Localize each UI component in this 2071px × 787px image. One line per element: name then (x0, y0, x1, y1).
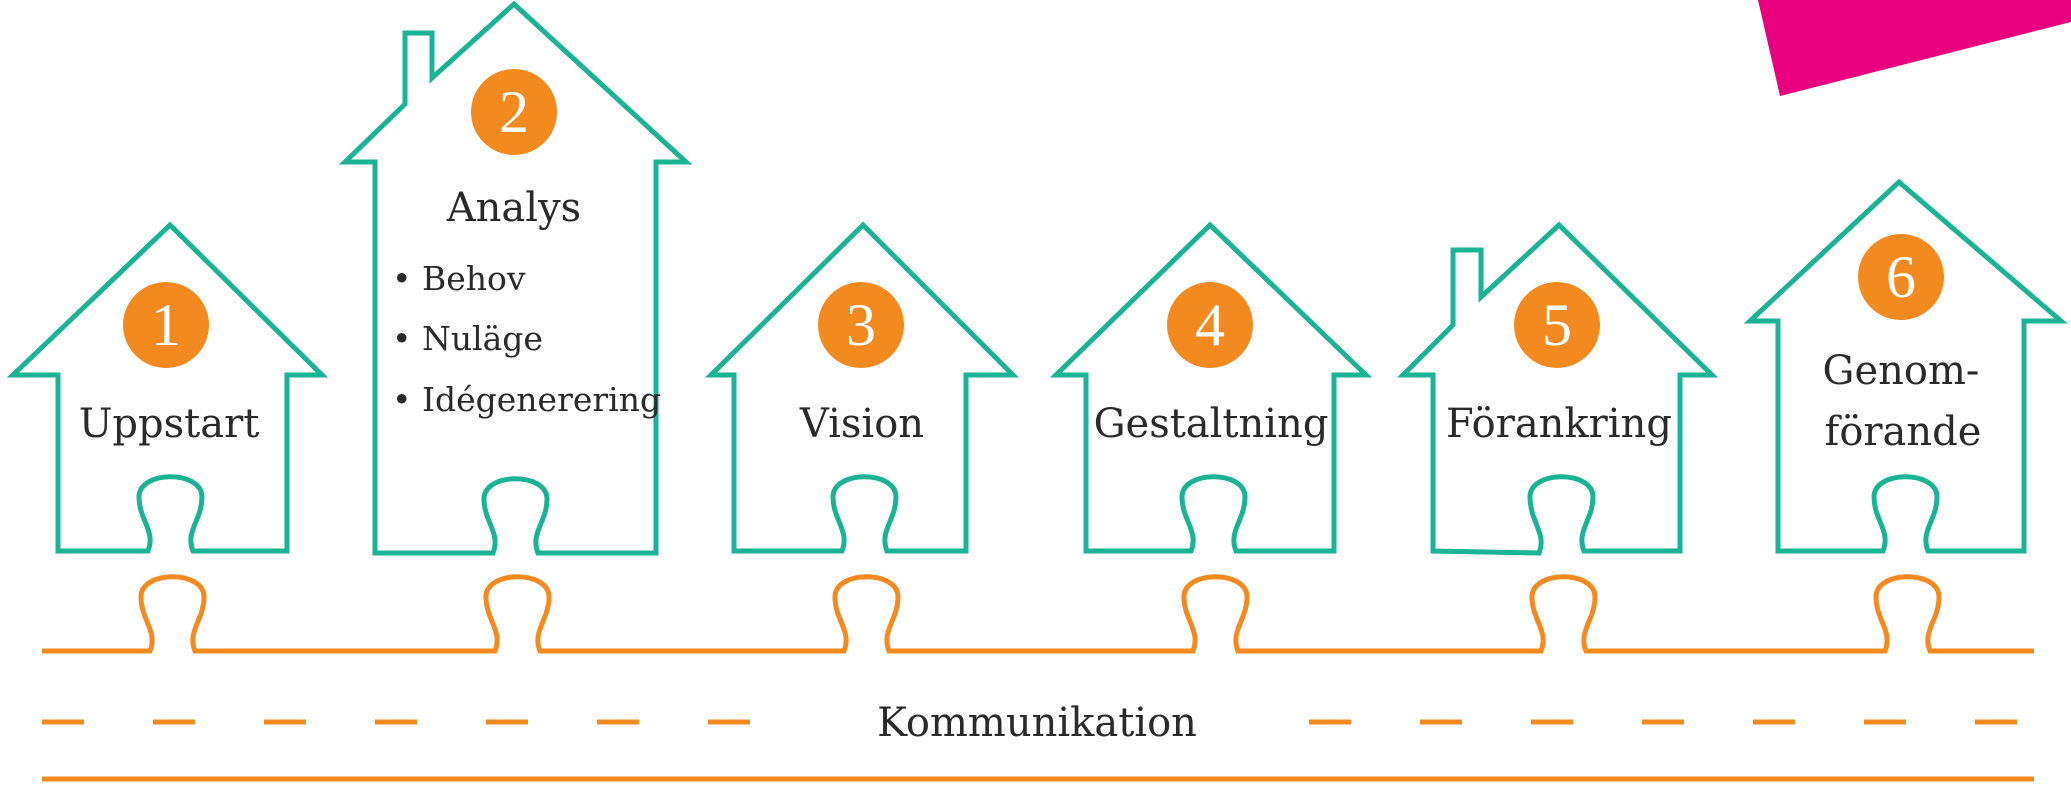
house-5-outline (1396, 221, 1719, 556)
house-3-outline (704, 221, 1020, 554)
road-top-line (42, 574, 2034, 654)
step-1-circle (123, 282, 209, 368)
house-4-outline (1049, 221, 1373, 554)
step-2-number: 2 (499, 79, 529, 145)
step-6-title-line-2: förande (1825, 409, 1982, 455)
analys-bullet-2: • Nuläge (392, 319, 543, 358)
step-4-circle (1167, 282, 1253, 368)
step-6-number: 6 (1886, 244, 1916, 310)
analys-bullet-3: • Idégenerering (392, 380, 661, 419)
step-6-title-line-1: Genom- (1823, 348, 1980, 394)
step-3-title: Vision (799, 401, 924, 447)
step-3-number: 3 (846, 292, 876, 358)
house-2-outline (338, 0, 693, 556)
step-2-circle (471, 69, 557, 155)
step-5-number: 5 (1542, 292, 1572, 358)
step-4-number: 4 (1195, 292, 1225, 358)
step-3-circle (818, 282, 904, 368)
house-6-outline (1743, 178, 2068, 554)
analys-bullet-1: • Behov (392, 259, 526, 298)
house-1-outline (6, 221, 329, 554)
step-4-title: Gestaltning (1094, 401, 1329, 447)
road-label: Kommunikation (877, 700, 1197, 746)
step-2-title: Analys (446, 185, 581, 231)
step-5-circle (1514, 282, 1600, 368)
step-1-number: 1 (151, 292, 181, 358)
step-5-title: Förankring (1446, 401, 1672, 447)
step-6-circle (1858, 234, 1944, 320)
accent-shape (1758, 0, 2071, 96)
step-1-title: Uppstart (79, 401, 260, 447)
